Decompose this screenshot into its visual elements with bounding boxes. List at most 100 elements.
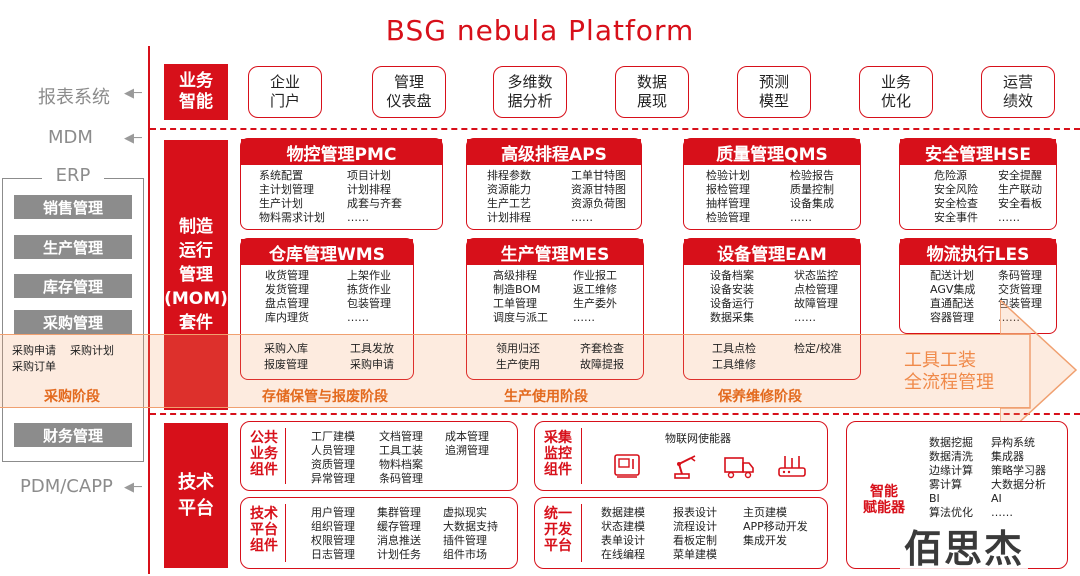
report-system-label: 报表系统 [38, 87, 110, 108]
arrow-left-icon: ◀─ [124, 480, 142, 495]
bi-section-label: 业务 智能 [164, 64, 228, 120]
module-mes: 生产管理MES 高级排程 制造BOM 工单管理 调度与派工 作业报工 返工维修 … [466, 238, 644, 380]
public-components-col: 成本管理 追溯管理 [445, 430, 489, 457]
module-title: 物控管理PMC [241, 139, 442, 165]
cnc-machine-icon [614, 454, 640, 478]
module-functions: 上架作业 拣货作业 包装管理 …… [347, 269, 391, 324]
section-divider [150, 413, 1080, 415]
dev-platform-col: 数据建模 状态建模 表单设计 在线编程 [601, 506, 645, 561]
separator [581, 428, 582, 484]
erp-item-production: 生产管理 [14, 235, 132, 259]
tech-components-col: 虚拟现实 大数据支持 插件管理 组件市场 [443, 506, 498, 561]
iot-components: 采集 监控 组件 物联网使能器 [534, 421, 828, 491]
module-pmc: 物控管理PMC 系统配置 主计划管理 生产计划 物料需求计划 项目计划 计划排程… [240, 138, 443, 230]
page-title: BSG nebula Platform [385, 14, 695, 47]
tech-platform-label: 技术 平台 [164, 423, 228, 568]
arrow-left-icon: ◀─ [124, 131, 142, 146]
eam-band-items: 检定/校准 [794, 342, 842, 355]
erp-item-sales: 销售管理 [14, 195, 132, 219]
procure-items: 采购申请 采购计划 采购订单 [12, 344, 114, 373]
public-components-col: 文档管理 工具工装 物料档案 条码管理 [379, 430, 423, 485]
mom-section-label: 制造 运行 管理 (MOM) 套件 [164, 140, 228, 410]
mes-band-items: 领用归还 生产使用 [496, 342, 540, 371]
dev-platform: 统一 开发 平台 数据建模 状态建模 表单设计 在线编程 报表设计 流程设计 看… [534, 497, 828, 569]
bi-box-olap: 多维数 据分析 [493, 66, 567, 118]
module-title: 物流执行LES [900, 239, 1056, 265]
watermark-logo: 佰思杰 [900, 518, 1029, 573]
mes-band-items: 齐套检查 故障提报 [580, 342, 624, 371]
erp-item-finance: 财务管理 [14, 423, 132, 447]
iot-enabler-title: 物联网使能器 [665, 432, 731, 445]
module-title: 设备管理EAM [684, 239, 860, 265]
ai-enabler-label: 智能 赋能器 [863, 484, 905, 516]
module-functions: 高级排程 制造BOM 工单管理 调度与派工 [493, 269, 548, 324]
robot-arm-icon [674, 455, 696, 479]
module-qms: 质量管理QMS 检验计划 报检管理 抽样管理 检验管理 检验报告 质量控制 设备… [683, 138, 861, 230]
module-functions: 项目计划 计划排程 成套与齐套 …… [347, 169, 402, 224]
module-functions: 检验计划 报检管理 抽样管理 检验管理 [706, 169, 750, 224]
bi-box-visualization: 数据 展现 [615, 66, 689, 118]
module-title: 质量管理QMS [684, 139, 860, 165]
module-functions: 危险源 安全风险 安全检查 安全事件 [934, 169, 978, 224]
module-functions: 状态监控 点检管理 故障管理 …… [794, 269, 838, 324]
wms-band-items: 工具发放 采购申请 [350, 342, 394, 371]
module-functions: 排程参数 资源能力 生产工艺 计划排程 [487, 169, 531, 224]
router-icon [778, 456, 806, 477]
stage-usage: 生产使用阶段 [504, 389, 588, 405]
separator [285, 428, 286, 484]
erp-item-procurement: 采购管理 [14, 310, 132, 334]
separator [285, 504, 286, 562]
iot-components-label: 采集 监控 组件 [544, 430, 572, 478]
dev-platform-col: 主页建模 APP移动开发 集成开发 [743, 506, 808, 547]
tech-components: 技术 平台 组件 用户管理 组织管理 权限管理 日志管理 集群管理 缓存管理 消… [240, 497, 518, 569]
module-functions: 系统配置 主计划管理 生产计划 物料需求计划 [259, 169, 325, 224]
dev-platform-col: 报表设计 流程设计 看板定制 菜单建模 [673, 506, 717, 561]
ai-enabler-col: 数据挖掘 数据清洗 边缘计算 雾计算 BI 算法优化 [929, 436, 973, 519]
module-title: 生产管理MES [467, 239, 643, 265]
bi-box-dashboard: 管理 仪表盘 [372, 66, 446, 118]
arrow-left-icon: ◀─ [124, 86, 142, 101]
tech-components-col: 用户管理 组织管理 权限管理 日志管理 [311, 506, 355, 561]
mdm-label: MDM [48, 127, 93, 148]
module-functions: 配送计划 AGV集成 直通配送 容器管理 [930, 269, 976, 324]
public-components: 公共 业务 组件 工厂建模 人员管理 资质管理 异常管理 文档管理 工具工装 物… [240, 421, 518, 491]
module-title: 仓库管理WMS [241, 239, 413, 265]
tech-components-label: 技术 平台 组件 [250, 506, 278, 554]
module-functions: 收货管理 发货管理 盘点管理 库内理货 [265, 269, 309, 324]
ai-enabler-col: 异构系统 集成器 策略学习器 大数据分析 AI …… [991, 436, 1046, 519]
tech-components-col: 集群管理 缓存管理 消息推送 计划任务 [377, 506, 421, 561]
eam-band-items: 工具点检 工具维修 [712, 342, 756, 371]
divider-line [148, 46, 150, 574]
module-functions: 工单甘特图 资源甘特图 资源负荷图 …… [571, 169, 626, 224]
dev-platform-label: 统一 开发 平台 [544, 506, 572, 554]
module-title: 安全管理HSE [900, 139, 1056, 165]
bi-box-performance: 运营 绩效 [981, 66, 1055, 118]
module-aps: 高级排程APS 排程参数 资源能力 生产工艺 计划排程 工单甘特图 资源甘特图 … [466, 138, 642, 230]
bi-box-optimization: 业务 优化 [859, 66, 933, 118]
module-functions: 条码管理 交货管理 包装管理 …… [998, 269, 1042, 324]
stage-maintenance: 保养维修阶段 [718, 389, 802, 405]
erp-label: ERP [42, 165, 104, 186]
big-arrow-icon [1000, 300, 1078, 440]
wms-band-items: 采购入库 报废管理 [264, 342, 308, 371]
pdm-label: PDM/CAPP [20, 476, 113, 497]
module-hse: 安全管理HSE 危险源 安全风险 安全检查 安全事件 安全提醒 生产联动 安全看… [899, 138, 1057, 230]
module-title: 高级排程APS [467, 139, 641, 165]
stage-procurement: 采购阶段 [44, 389, 100, 405]
module-functions: 作业报工 返工维修 生产委外 …… [573, 269, 617, 324]
separator [581, 504, 582, 562]
section-divider [150, 128, 1080, 130]
bi-box-forecast: 预测 模型 [737, 66, 811, 118]
stage-storage: 存储保管与报废阶段 [262, 389, 388, 405]
tool-lifecycle-band [0, 334, 1030, 408]
truck-icon [724, 457, 754, 479]
module-eam: 设备管理EAM 设备档案 设备安装 设备运行 数据采集 状态监控 点检管理 故障… [683, 238, 861, 380]
module-les: 物流执行LES 配送计划 AGV集成 直通配送 容器管理 条码管理 交货管理 包… [899, 238, 1057, 334]
bi-box-portal: 企业 门户 [248, 66, 322, 118]
module-functions: 安全提醒 生产联动 安全看板 …… [998, 169, 1042, 224]
erp-item-inventory: 库存管理 [14, 274, 132, 298]
module-functions: 检验报告 质量控制 设备集成 …… [790, 169, 834, 224]
tool-lifecycle-arrow-text: 工具工装 全流程管理 [904, 350, 994, 393]
module-wms: 仓库管理WMS 收货管理 发货管理 盘点管理 库内理货 上架作业 拣货作业 包装… [240, 238, 414, 380]
public-components-col: 工厂建模 人员管理 资质管理 异常管理 [311, 430, 355, 485]
